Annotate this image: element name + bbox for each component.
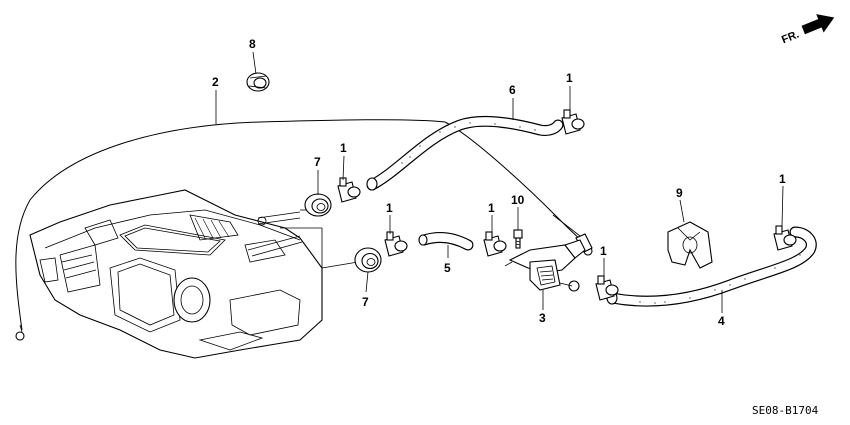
callout-1: 1 — [386, 201, 393, 215]
callout-5: 5 — [444, 261, 451, 275]
hose-holder-9 — [667, 221, 713, 269]
callout-1: 1 — [566, 71, 573, 85]
diagram-reference-code: SE08-B1704 — [752, 404, 819, 417]
water-hose-5 — [418, 232, 474, 251]
control-cable — [15, 119, 593, 341]
hose-clamp-2 — [337, 177, 361, 203]
callout-4: 4 — [718, 314, 725, 328]
callout-labels: 1 1 1 1 1 1 2 3 4 5 6 7 7 8 9 10 — [212, 37, 786, 328]
direction-label: FR. — [780, 28, 801, 46]
callout-1: 1 — [600, 244, 607, 258]
callout-9: 9 — [676, 186, 683, 200]
hose-clamp-6 — [773, 225, 797, 251]
callout-7: 7 — [362, 295, 369, 309]
callout-10: 10 — [511, 193, 525, 207]
callout-2: 2 — [212, 75, 219, 89]
callout-8: 8 — [249, 37, 256, 51]
callout-3: 3 — [539, 311, 546, 325]
hose-clamp-4 — [483, 231, 507, 257]
water-valve — [504, 239, 586, 292]
callout-1: 1 — [340, 141, 347, 155]
callout-6: 6 — [509, 83, 516, 97]
hose-clamp-3 — [384, 231, 408, 257]
front-direction-indicator: FR. — [780, 14, 835, 46]
water-hose-6 — [366, 115, 564, 191]
heater-unit — [29, 189, 359, 359]
grommet-8 — [246, 72, 270, 92]
grommet-upper — [304, 193, 332, 217]
callout-1: 1 — [779, 172, 786, 186]
forward-arrow-icon — [801, 14, 835, 35]
callout-1: 1 — [488, 201, 495, 215]
leader-lines — [215, 51, 784, 313]
grommet-lower — [354, 247, 382, 273]
hose-clamp-5 — [595, 275, 619, 301]
hose-clamp-1 — [561, 109, 585, 135]
callout-7: 7 — [314, 155, 321, 169]
bolt-10 — [513, 229, 523, 249]
